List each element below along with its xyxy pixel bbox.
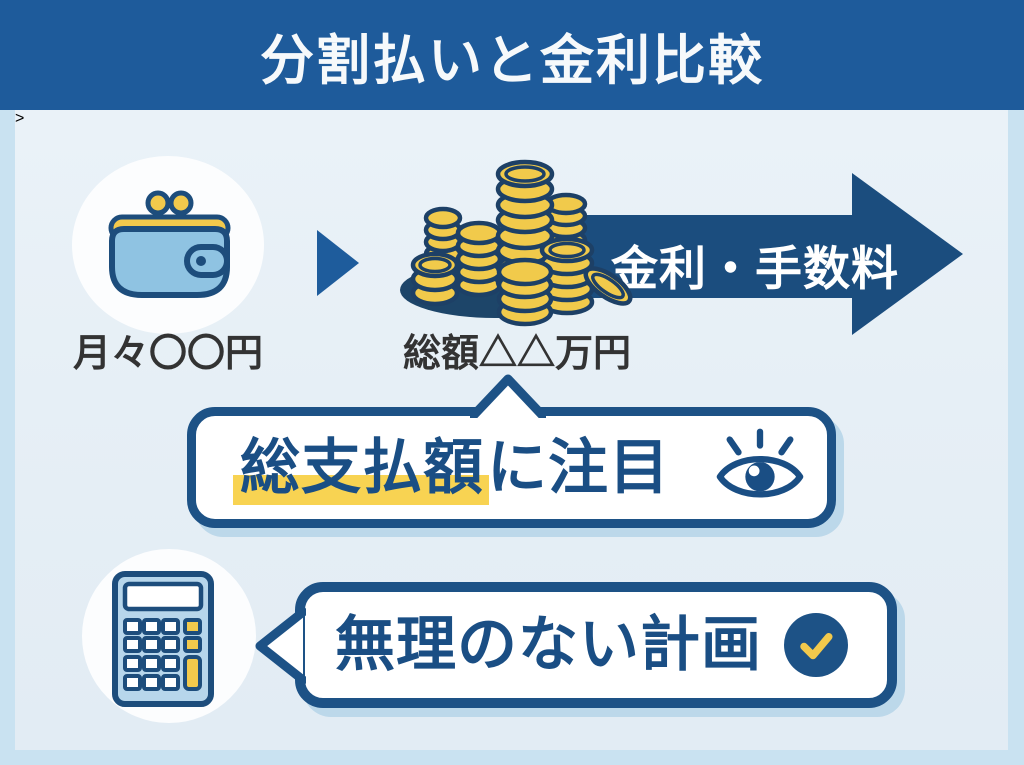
page-title: 分割払いと金利比較 [260,30,764,91]
coin-stack-icon [400,159,633,327]
attention-text-rest: に注目 [487,433,670,501]
wallet-icon [108,190,231,298]
arrow-label: 金利・手数料 [611,242,899,295]
calculator-icon [112,571,214,707]
plan-callout: 無理のない計画 [295,582,897,708]
attention-text: 総支払額に注目 [233,433,670,505]
triangle-right-icon [317,230,359,296]
eye-icon [716,428,804,497]
attention-text-highlight: 総支払額 [233,433,489,505]
attention-callout: 総支払額に注目 [187,407,836,528]
wallet-label: 月々〇〇円 [72,333,263,375]
arrow-right-icon [540,173,963,335]
title-banner: 分割払いと金利比較 [0,0,1024,110]
plan-callout-tail [255,608,306,684]
attention-callout-tail [470,374,546,418]
plan-text: 無理のない計画 [335,611,762,678]
check-circle-icon [784,613,848,677]
coins-label: 総額△△万円 [403,333,632,375]
